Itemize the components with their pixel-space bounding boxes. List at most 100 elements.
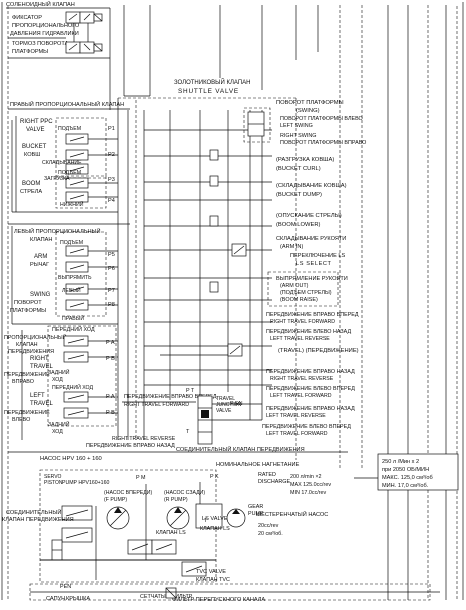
diagram-label: КЛАПАН TVC [196, 577, 230, 583]
circuit-line [65, 531, 89, 539]
diagram-label: RIGHT PPC [20, 119, 53, 125]
diagram-label: ПЕРЕДВИЖЕНИЕ ВПРАВО ВПЕРЕД [266, 312, 359, 318]
circuit-line [69, 136, 85, 142]
swing-signal-group: ПОВОРОТ ПЛАТФОРМЫ (SWING) ПОВОРОТ ПЛАТФО… [243, 100, 366, 146]
circuit-line [233, 245, 245, 255]
diagram-label: КЛАПАН LS [200, 526, 230, 532]
diagram-label: JUNCTION [216, 402, 242, 408]
circuit-line [47, 325, 117, 427]
diagram-label: DISCHARGE [258, 479, 290, 485]
diagram-label: (НАСОС ВПЕРЕДИ) [104, 490, 152, 496]
diagram-label: MIN 17.0cc/rev [290, 490, 327, 496]
diagram-label: T [186, 429, 190, 435]
diagram-label: (НАСОС СЗАДИ) [164, 490, 205, 496]
circuit-line [65, 11, 81, 24]
diagram-label: ЗАДНИЙ [48, 368, 70, 376]
circuit-line [109, 509, 127, 527]
diagram-label: SWING [30, 292, 51, 298]
diagram-label: ПОДЪЕМ [58, 126, 81, 132]
travel-junction-valve: ПЕРЕДВИЖЕНИЕ ВПРАВО ВПЕРЕД RIGHT TRAVEL … [86, 388, 355, 449]
circuit-line [209, 175, 219, 187]
diagram-label: ПЕРЕДВИЖЕНИЕ [4, 372, 50, 378]
diagram-label: LEFT TRAVEL REVERSE [270, 336, 330, 342]
diagram-label: (BUCKET DUMP) [276, 192, 322, 198]
diagram-label: ПОДЪЕМ [60, 240, 83, 246]
diagram-label: ПЕРЕДВИЖЕНИЯ [8, 349, 54, 355]
circuit-line [68, 43, 78, 51]
diagram-label: ПЕРЕДВИЖЕНИЕ ВПРАВО НАЗАД [266, 369, 355, 375]
diagram-label: КЛАПАН LS [156, 530, 186, 536]
diagram-label: PUMP HPV160+160 [62, 480, 109, 486]
diagram-label: P4 [108, 198, 115, 204]
diagram-label: ТОРМОЗ ПОВОРОТА [12, 41, 69, 47]
solenoid-valve-block: СОЛЕНОИДНЫЙ КЛАПАН ФИКСАТОР ПРОПОРЦИОНАЛ… [6, 0, 110, 59]
circuit-line [209, 149, 219, 161]
circuit-line [69, 166, 85, 172]
junction-valve-label: СОЕДИНИТЕЛЬНЫЙ КЛАПАН ПЕРЕДВИЖЕНИЯ [176, 445, 305, 453]
circuit-line [67, 394, 85, 400]
left-ppc-valve: ЛЕВЫЙ ПРОПОРЦИОНАЛЬНЫЙ КЛАПАН ПОДЪЕМ ARM… [8, 223, 130, 325]
diagram-label: ПЕРЕДВИЖЕНИЕ ВПРАВО НАЗАД [86, 443, 175, 449]
diagram-label: СКЛАДЫВАНИЕ РУКОЯТИ [276, 236, 346, 242]
circuit-line [155, 543, 173, 551]
diagram-label: (TRAVEL) (ПЕРЕДВИЖЕНИЕ) [278, 348, 359, 354]
arm-in-group: СКЛАДЫВАНИЕ РУКОЯТИ (ARM IN) ПЕРЕКЛЮЧЕНИ… [231, 236, 346, 267]
right-ppc-valve: ПРАВЫЙ ПРОПОРЦИОНАЛЬНЫЙ КЛАПАН RIGHT PPC… [8, 100, 130, 213]
diagram-label: RATED [258, 472, 276, 478]
diagram-label: ПРАВЫЙ [62, 314, 84, 322]
diagram-label: P K [210, 474, 219, 480]
diagram-label: PUMP [248, 511, 264, 517]
circuit-line [185, 565, 203, 573]
diagram-label: ПЕРЕКЛЮЧЕНИЕ LS [290, 253, 346, 259]
diagram-label: TRAVEL [30, 364, 54, 370]
circuit-line [69, 302, 85, 308]
circuit-line [114, 507, 122, 513]
diagram-label: СТРЕЛА [20, 189, 42, 195]
circuit-line [195, 503, 223, 529]
diagram-label: КЛАПАН [30, 237, 52, 243]
diagram-label: ПОДЪЕМ [58, 170, 81, 176]
circuit-line [209, 281, 219, 293]
diagram-label: RIGHT TRAVEL REVERSE [112, 436, 176, 442]
diagram-label: BOOM [22, 181, 40, 187]
diagram-label: TRAVEL [216, 396, 235, 402]
circuit-line [69, 194, 85, 200]
diagram-label: (ARM OUT) [280, 283, 309, 289]
circuit-line [83, 43, 91, 51]
circuit-line [229, 345, 241, 355]
circuit-line [174, 507, 182, 513]
circuit-line [69, 286, 85, 292]
diagram-label: ВЫПРЯМИТЬ [58, 275, 92, 281]
diagram-label: ВЫПРЯМЛЕНИЕ РУКОЯТИ [276, 276, 348, 282]
circuit-line [165, 587, 177, 599]
diagram-label: TVC VALVE [196, 569, 226, 575]
circuit-line [69, 180, 85, 186]
diagram-label: (SWING) [296, 108, 320, 114]
diagram-label: (ОПУСКАНИЕ СТРЕЛЫ) [276, 213, 342, 219]
circuit-line [69, 248, 85, 254]
diagram-label: ПОВОРОТ [14, 300, 42, 306]
pump-section: НАСОС HPV 160 + 160 НОМИНАЛЬНОЕ НАГНЕТАН… [2, 453, 459, 590]
travel-ppc-valve: ПЕРЕДНИЙ ХОД ПРОПОРЦИОНАЛЬНЫЙ КЛАПАН ПЕР… [4, 325, 118, 440]
diagram-label: ПОВОРОТ ПЛАТФОРМЫ ВЛЕВО [280, 116, 363, 122]
diagram-label: ШЕСТЕРЕНЧАТЫЙ НАСОС [256, 510, 328, 518]
diagram-label: P1 [108, 126, 115, 132]
diagram-label: САПУН [46, 596, 65, 602]
circuit-line [79, 11, 95, 24]
diagram-label: 20 см³/об. [258, 531, 283, 537]
circuit-line [83, 13, 91, 21]
diagram-label: МАКС. 125,0 см³/об [382, 475, 433, 481]
arm-out-group: ВЫПРЯМЛЕНИЕ РУКОЯТИ (ARM OUT) (ПОДЪЕМ СТ… [209, 271, 348, 307]
diagram-label: PISTON [44, 480, 63, 486]
circuit-line [93, 13, 103, 22]
right-ppc-label: ПРАВЫЙ ПРОПОРЦИОНАЛЬНЫЙ КЛАПАН [10, 100, 124, 108]
diagram-label: ARM [34, 254, 47, 260]
diagram-label: ПЕРЕДВИЖЕНИЕ ВЛЕВО ВПЕРЕД [262, 424, 351, 430]
diagram-label: SERVO [44, 474, 62, 480]
diagram-label: (СКЛАДЫВАНИЕ КОВША) [276, 183, 347, 189]
circuit-line [65, 41, 81, 54]
circuit-line [209, 215, 219, 227]
diagram-label: ЛЕВЫЙ ПРОПОРЦИОНАЛЬНЫЙ [14, 227, 101, 235]
diagram-label: (BUCKET CURL) [276, 166, 321, 172]
